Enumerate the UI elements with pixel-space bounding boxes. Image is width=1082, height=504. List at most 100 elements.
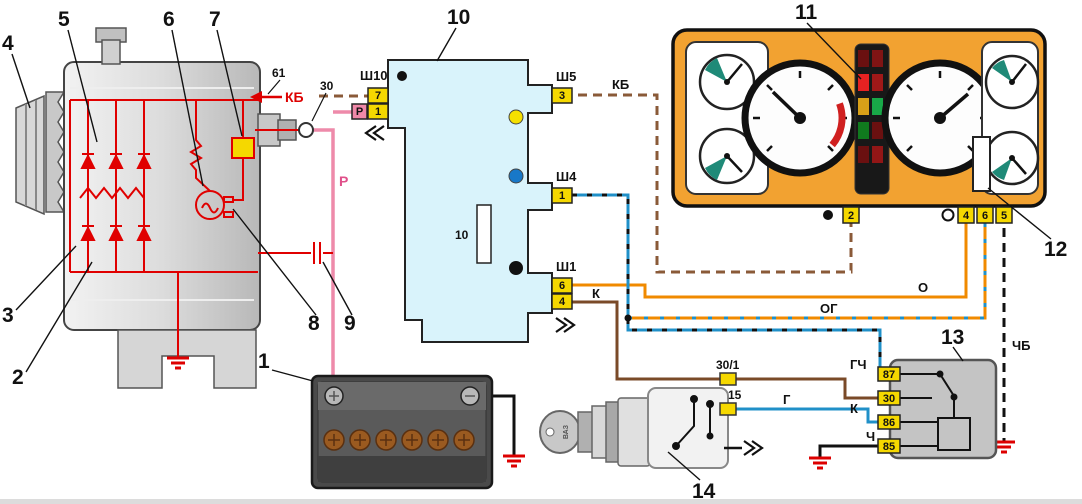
ignition-terminal-30-1: [719, 372, 737, 386]
alternator-drawing: [15, 27, 297, 389]
capacitor: [258, 242, 333, 264]
pin-sh1-6-label: 6: [559, 280, 565, 292]
cluster-side-window: [972, 136, 991, 192]
callout-12: 12: [1044, 238, 1067, 261]
continuation-arrow-right-icon: [555, 317, 576, 333]
cluster-pin-2: [842, 206, 860, 224]
terminal-30-label: 30: [320, 79, 334, 93]
callout-9: 9: [344, 312, 356, 335]
brush-2: [223, 211, 234, 218]
voltage-regulator: [231, 137, 255, 159]
pin-r-pink: [351, 103, 368, 120]
tach-needle: [771, 90, 802, 120]
callout-3: 3: [2, 304, 14, 327]
callout-10: 10: [447, 6, 470, 29]
rectifier-diodes: [80, 153, 152, 241]
cluster-dot-filled: [823, 210, 833, 220]
terminal-61-label: 61: [272, 66, 286, 80]
stator-winding: [79, 186, 145, 200]
fuse-rating-label: 10: [455, 228, 469, 242]
callout-2: 2: [12, 366, 24, 389]
ignition-relay: 87 30 86 85: [877, 358, 998, 460]
wire-label-kb: КБ: [612, 77, 629, 92]
callout-5: 5: [58, 8, 70, 31]
callout-11: 11: [795, 1, 818, 24]
block-dot-black-top: [397, 71, 407, 81]
key-brand-label: ВАЗ: [563, 424, 570, 439]
fuse-10: [476, 204, 492, 264]
connector-sh1-label: Ш1: [556, 259, 576, 274]
ignition-switch: ВАЗ 30/1 15: [539, 358, 764, 469]
callout-1: 1: [258, 350, 270, 373]
cluster-pin-6: [976, 206, 994, 224]
pin-sh4-1-label: 1: [559, 190, 565, 202]
pin-sh1-6: [551, 277, 573, 294]
relay-pin-30: [877, 390, 901, 406]
relay-pin-87-label: 87: [883, 369, 895, 381]
switch-contact-diagram: [672, 395, 714, 450]
gauge-small-bottom-right: [984, 130, 1040, 186]
block-dot-yellow: [508, 109, 524, 125]
wire-label-o: О: [918, 280, 928, 295]
battery: [310, 374, 494, 490]
tach-red-zone: [829, 102, 846, 148]
wire-label-gch: ГЧ: [850, 357, 867, 372]
charge-warning-lamp: [858, 74, 869, 91]
alternator-schematic: [69, 99, 333, 358]
battery-cell-caps: [323, 429, 475, 451]
ground-icon-alternator: [167, 356, 189, 370]
pin-sh10-1: [367, 103, 389, 120]
connector-sh4-label: Ш4: [556, 169, 577, 184]
relay-pin-86-label: 86: [883, 417, 895, 429]
relay-pin-30-label: 30: [883, 393, 895, 405]
wire-g-blue: [736, 407, 892, 424]
wire-kb-striped: [572, 93, 853, 274]
callout-14: 14: [692, 480, 716, 503]
wire-label-k-ign: К: [850, 401, 858, 416]
lock-cylinder-barrel: [617, 397, 651, 467]
wire-ch-black: [818, 444, 882, 458]
wire-junction-dot: [624, 314, 632, 322]
cluster-pin-6-label: 6: [982, 210, 988, 222]
relay-pin-85-label: 85: [883, 441, 895, 453]
block-dot-black: [509, 261, 523, 275]
wire-label-ch: Ч: [866, 429, 875, 444]
terminal-15-label: 15: [728, 388, 742, 402]
wire-og-striped: [628, 214, 987, 320]
terminal-30-post: [298, 122, 314, 138]
rotor-slip-rings: [195, 190, 225, 220]
bottom-border: [0, 499, 1082, 504]
wire-label-g: Г: [783, 392, 791, 407]
pin-sh1-4: [551, 293, 573, 310]
connector-sh5-label: Ш5: [556, 69, 576, 84]
wire-label-k-block: К: [592, 286, 600, 301]
wire-label-og: ОГ: [820, 301, 838, 316]
callout-13: 13: [941, 326, 964, 349]
wire-labels: КБ 61 30 Р КБ О ОГ ГЧ К К Г Ч ЧБ: [250, 66, 1030, 444]
switch-body: [647, 387, 729, 469]
pin-sh5-3-label: 3: [559, 90, 565, 102]
relay-pin-86: [877, 414, 901, 430]
cluster-pin-5-label: 5: [1001, 210, 1007, 222]
wire-label-r: Р: [339, 173, 348, 189]
gauge-small-bottom-left: [698, 127, 756, 185]
block-dot-blue: [508, 168, 524, 184]
cluster-pin-4: [957, 206, 975, 224]
wire-pink-r: [313, 128, 335, 390]
pin-r-label: Р: [356, 106, 363, 118]
resistor-zigzag: [189, 100, 211, 192]
top-bolt: [101, 39, 121, 65]
cluster-pin-4-label: 4: [963, 210, 970, 222]
wire-label-chb: ЧБ: [1012, 338, 1030, 353]
wire-k-relay: [736, 377, 892, 400]
wire-k-block: [572, 300, 722, 381]
continuation-arrow-left-icon: [364, 125, 385, 141]
relay-pin-87: [877, 366, 901, 382]
ground-icon-battery: [503, 454, 525, 468]
ignition-terminal-15: [719, 402, 737, 416]
key-hole: [545, 427, 555, 437]
relay-internal-diagram: [900, 370, 971, 451]
wire-o-orange: [572, 214, 968, 299]
